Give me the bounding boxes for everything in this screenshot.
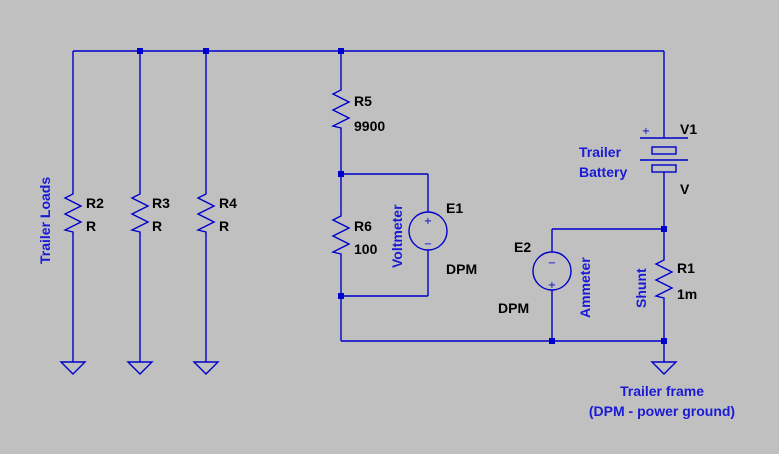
trailer-loads-label: Trailer Loads: [37, 177, 53, 264]
ammeter-e2-symbol[interactable]: − +: [532, 251, 572, 291]
r5-name-label: R5: [354, 93, 372, 109]
r4-value-label: R: [219, 218, 229, 234]
junction-node: [203, 48, 209, 54]
v1-name-label: V1: [680, 121, 697, 137]
trailer-frame-label-line2: (DPM - power ground): [589, 403, 735, 419]
voltmeter-label: Voltmeter: [389, 204, 405, 268]
junction-node: [338, 293, 344, 299]
r3-name-label: R3: [152, 195, 170, 211]
v1-value-label: V: [680, 181, 690, 197]
resistor-r4-symbol[interactable]: [195, 188, 216, 236]
e2-value-label: DPM: [498, 300, 529, 316]
e1-value-label: DPM: [446, 261, 477, 277]
junction-node: [661, 226, 667, 232]
junction-node: [661, 338, 667, 344]
e2-minus-sign: −: [548, 258, 556, 269]
r6-name-label: R6: [354, 218, 372, 234]
junction-node: [338, 48, 344, 54]
ground-icon: [192, 361, 220, 375]
r2-name-label: R2: [86, 195, 104, 211]
wires: [72, 50, 665, 362]
shunt-label: Shunt: [633, 268, 649, 308]
ground-icon: [126, 361, 154, 375]
e2-name-label: E2: [514, 239, 531, 255]
battery-v1-symbol[interactable]: +: [640, 126, 688, 173]
resistor-r5-symbol[interactable]: [330, 84, 351, 132]
junctions: [137, 48, 667, 344]
e1-plus-sign: +: [424, 216, 432, 227]
voltmeter-e1-symbol[interactable]: + −: [408, 211, 448, 251]
resistor-r2-symbol[interactable]: [62, 188, 83, 236]
ground-icon: [650, 361, 678, 375]
resistor-r3-symbol[interactable]: [129, 188, 150, 236]
r1-name-label: R1: [677, 260, 695, 276]
r3-value-label: R: [152, 218, 162, 234]
battery-label-line2: Battery: [579, 164, 627, 180]
resistor-r1-shunt-symbol[interactable]: [653, 254, 674, 302]
e2-plus-sign: +: [548, 280, 556, 291]
e1-circle: [408, 211, 448, 251]
e2-circle: [532, 251, 572, 291]
r6-value-label: 100: [354, 241, 378, 257]
r5-value-label: 9900: [354, 118, 385, 134]
battery-negative-plate: [651, 164, 677, 173]
r1-value-label: 1m: [677, 286, 697, 302]
e1-minus-sign: −: [424, 239, 432, 250]
ground-icon: [59, 361, 87, 375]
e1-name-label: E1: [446, 200, 463, 216]
junction-node: [338, 171, 344, 177]
battery-plus-sign: +: [642, 126, 650, 137]
junction-node: [549, 338, 555, 344]
r4-name-label: R4: [219, 195, 237, 211]
resistor-r6-symbol[interactable]: [330, 210, 351, 258]
r2-value-label: R: [86, 218, 96, 234]
battery-label-line1: Trailer: [579, 144, 622, 160]
battery-negative-plate: [651, 146, 677, 155]
ammeter-label: Ammeter: [577, 257, 593, 318]
trailer-frame-label-line1: Trailer frame: [620, 383, 704, 399]
junction-node: [137, 48, 143, 54]
